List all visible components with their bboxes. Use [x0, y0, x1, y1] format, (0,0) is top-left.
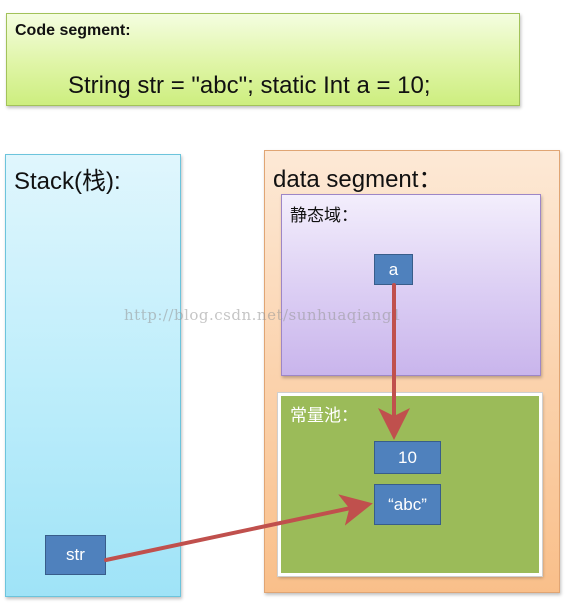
constant-abc-node: “abc” — [374, 484, 441, 525]
code-segment-box: Code segment: String str = "abc"; static… — [6, 13, 520, 106]
watermark-text: http://blog.csdn.net/sunhuaqiang1 — [124, 306, 402, 324]
constant-pool-title: 常量池： — [290, 406, 358, 425]
variable-str-node: str — [45, 535, 106, 575]
code-line: String str = "abc"; static Int a = 10; — [68, 72, 431, 99]
constant-10-node: 10 — [374, 441, 441, 474]
static-area-box: 静态域： — [281, 194, 541, 376]
stack-box: Stack(栈): — [5, 154, 181, 597]
data-segment-title: data segment： — [273, 166, 443, 193]
stack-title: Stack(栈): — [14, 168, 121, 195]
static-area-title: 静态域： — [290, 206, 358, 225]
variable-a-node: a — [374, 254, 413, 285]
code-segment-title: Code segment: — [15, 22, 131, 39]
